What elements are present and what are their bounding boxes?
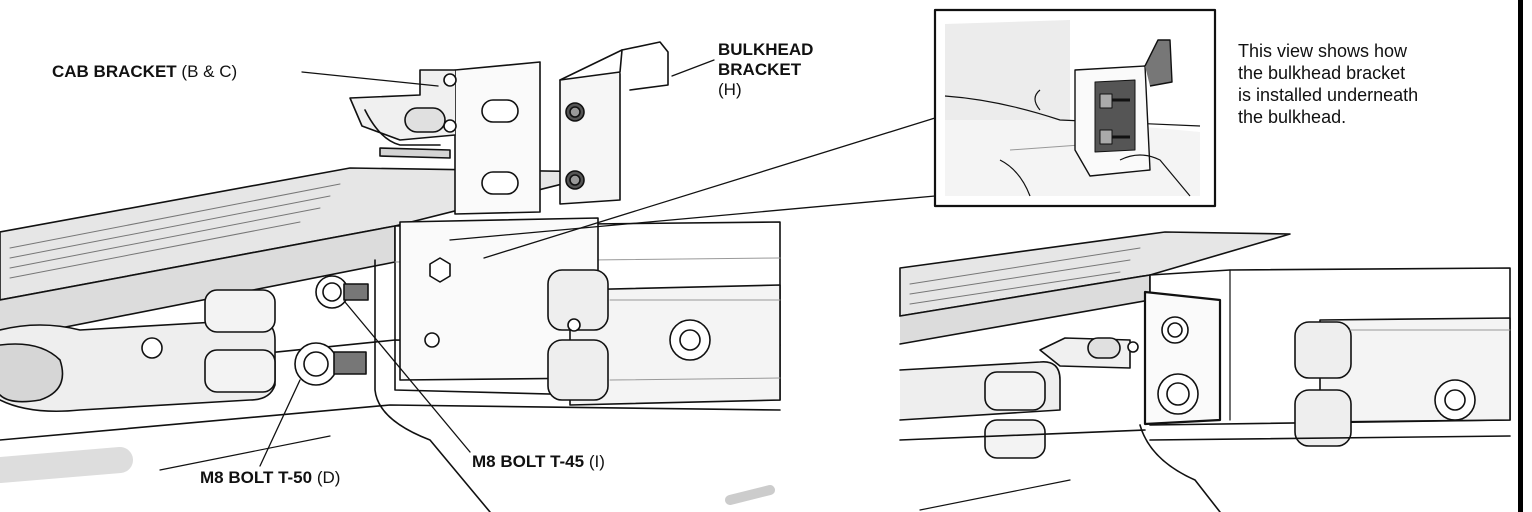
inset-callout (933, 8, 1217, 208)
bolt-t50-ref: (D) (316, 468, 341, 487)
bulkhead-bracket-name-line1: BULKHEAD (718, 40, 814, 59)
callout-line: the bulkhead bracket (1238, 63, 1406, 83)
bolt-t50-label: M8 BOLT T-50 (D) (200, 468, 340, 488)
right-view (899, 231, 1511, 512)
bulkhead-bracket-label: BULKHEAD BRACKET (H) (718, 40, 813, 100)
bolt-t45-name: M8 BOLT T-45 (472, 452, 585, 471)
callout-line: is installed underneath (1238, 85, 1419, 105)
bulkhead-bracket-ref: (H) (718, 80, 742, 99)
leader-cab-bracket (301, 71, 439, 87)
bolt-t45-ref: (I) (588, 452, 605, 471)
callout-description: This view shows how the bulkhead bracket… (1238, 40, 1418, 128)
callout-line: This view shows how (1238, 41, 1408, 61)
cab-bracket-plate (454, 61, 541, 215)
leader-bulkhead-bracket (671, 59, 715, 77)
round-hole (424, 332, 440, 348)
leader-bolt-t45 (344, 301, 471, 453)
bolt-t45-graphic (315, 275, 369, 309)
bulkhead-bracket-name-line2: BRACKET (718, 60, 802, 79)
right-bulkhead-rail (899, 231, 1291, 317)
hex-hole (429, 257, 451, 283)
bolt-t45-label: M8 BOLT T-45 (I) (472, 452, 605, 472)
left-view (0, 41, 936, 512)
cab-bracket-ref: (B & C) (181, 62, 238, 81)
bolt-t50-name: M8 BOLT T-50 (200, 468, 313, 487)
bolt-t50-graphic (294, 342, 367, 386)
cab-bracket-name: CAB BRACKET (52, 62, 177, 81)
leader-bolt-t50 (259, 379, 301, 467)
callout-line: the bulkhead. (1238, 107, 1347, 127)
cab-bracket-label: CAB BRACKET (B & C) (52, 62, 237, 82)
page-edge-rule (1518, 0, 1523, 512)
